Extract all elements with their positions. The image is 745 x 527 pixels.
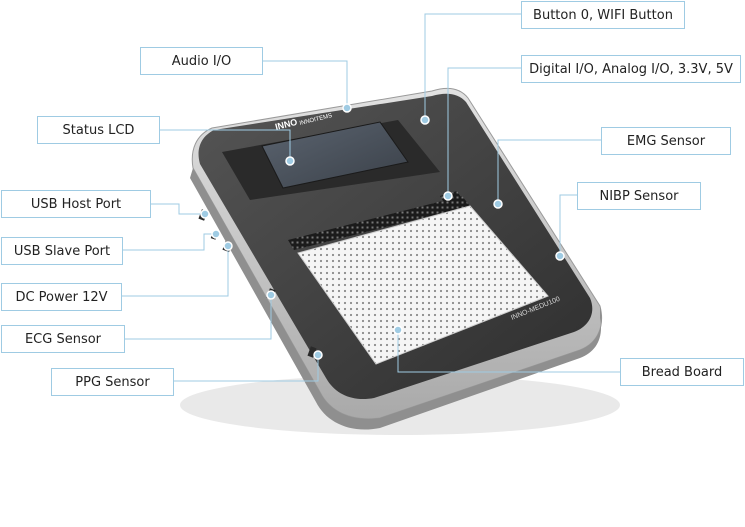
- callout-emg-sensor: EMG Sensor: [601, 127, 731, 155]
- bread-board: [297, 205, 549, 365]
- leader-ppg: [174, 355, 319, 382]
- leader-emg: [497, 139, 601, 204]
- callout-audio-io: Audio I/O: [140, 47, 263, 75]
- leader-status-lcd: [160, 129, 291, 161]
- marker-ecg: [266, 290, 276, 300]
- callout-nibp-sensor: NIBP Sensor: [577, 182, 701, 210]
- ppg-port: [307, 346, 317, 358]
- marker-button-wifi: [420, 115, 430, 125]
- leader-lines: [122, 13, 620, 382]
- leader-ecg: [125, 295, 272, 340]
- marker-status-lcd: [285, 156, 295, 166]
- marker-ppg: [313, 350, 323, 360]
- callout-button-wifi: Button 0, WIFI Button: [521, 1, 685, 29]
- callout-usb-host-port: USB Host Port: [1, 190, 151, 218]
- marker-nibp: [555, 251, 565, 261]
- anchor-markers: [200, 103, 565, 360]
- callout-status-lcd: Status LCD: [37, 116, 160, 144]
- leader-audio-io: [263, 60, 348, 108]
- leader-usb-slave: [123, 233, 216, 251]
- status-lcd-screen: [261, 121, 409, 189]
- callout-ecg-sensor: ECG Sensor: [1, 325, 125, 353]
- marker-emg: [493, 199, 503, 209]
- callout-ppg-sensor: PPG Sensor: [51, 368, 174, 396]
- callout-usb-slave-port: USB Slave Port: [1, 237, 123, 265]
- leader-bread-board: [397, 330, 620, 373]
- leader-digital-io: [447, 67, 521, 196]
- callout-bread-board: Bread Board: [620, 358, 744, 386]
- leader-dc-power: [122, 246, 229, 297]
- marker-bread-board: [393, 325, 403, 335]
- pin-header-long: [288, 196, 470, 250]
- marker-dc-power: [223, 241, 233, 251]
- leader-usb-host: [151, 203, 205, 215]
- marker-audio-io: [342, 103, 352, 113]
- marker-usb-host: [200, 209, 210, 219]
- leader-button-wifi: [424, 13, 521, 120]
- marker-digital-io: [443, 191, 453, 201]
- marker-usb-slave: [211, 229, 221, 239]
- callout-dc-power: DC Power 12V: [1, 283, 122, 311]
- leader-nibp: [559, 194, 577, 256]
- callout-digital-analog-io: Digital I/O, Analog I/O, 3.3V, 5V: [521, 55, 741, 83]
